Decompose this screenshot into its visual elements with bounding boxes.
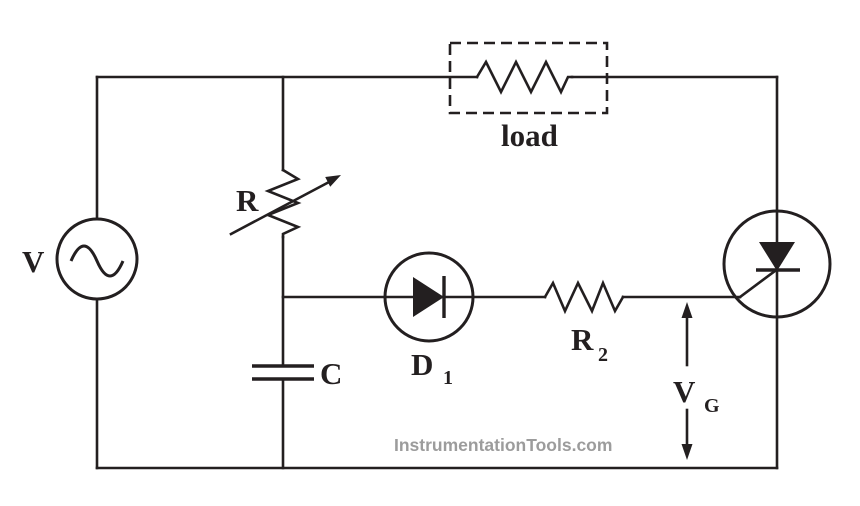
label-resistor2-sub-2: 2 <box>598 344 608 366</box>
ac-source-circle <box>55 217 139 301</box>
label-gate-voltage-sub-g: G <box>704 395 720 417</box>
sine-wave-icon <box>69 244 125 278</box>
label-resistor2-r: R <box>571 322 594 357</box>
gate-voltage-arrows <box>681 302 693 460</box>
label-diode-sub-1: 1 <box>443 367 453 389</box>
ac-source-symbol <box>55 217 139 301</box>
diode-triangle <box>413 277 444 317</box>
label-load: load <box>501 118 558 153</box>
variable-resistor-zigzag <box>264 168 302 239</box>
variable-resistor-symbol <box>229 168 341 239</box>
gate-voltage-arrow-down-head <box>681 444 693 460</box>
variable-resistor-arrow-shaft <box>229 179 333 236</box>
label-diode-d: D <box>411 347 433 382</box>
diode-symbol <box>383 251 475 343</box>
wire-gate-diagonal <box>738 269 777 299</box>
gate-voltage-arrow-up-head <box>681 302 693 318</box>
load-resistor-zigzag <box>475 59 574 95</box>
label-gate-voltage-v: V <box>673 374 696 409</box>
resistor2-zigzag <box>543 279 625 315</box>
scr-triangle <box>759 242 795 271</box>
variable-resistor-arrowhead <box>325 175 341 187</box>
diode-circle <box>383 251 475 343</box>
watermark-text: InstrumentationTools.com <box>394 435 612 455</box>
scr-circle <box>722 209 832 319</box>
label-resistor-r: R <box>236 183 259 218</box>
load-dashed-box <box>448 41 609 115</box>
scr-thyristor-symbol <box>722 209 832 319</box>
capacitor-symbol <box>252 364 314 381</box>
load-component <box>448 41 609 115</box>
label-capacitor-c: C <box>320 356 342 391</box>
label-source-v: V <box>22 244 45 279</box>
wires <box>95 75 779 470</box>
